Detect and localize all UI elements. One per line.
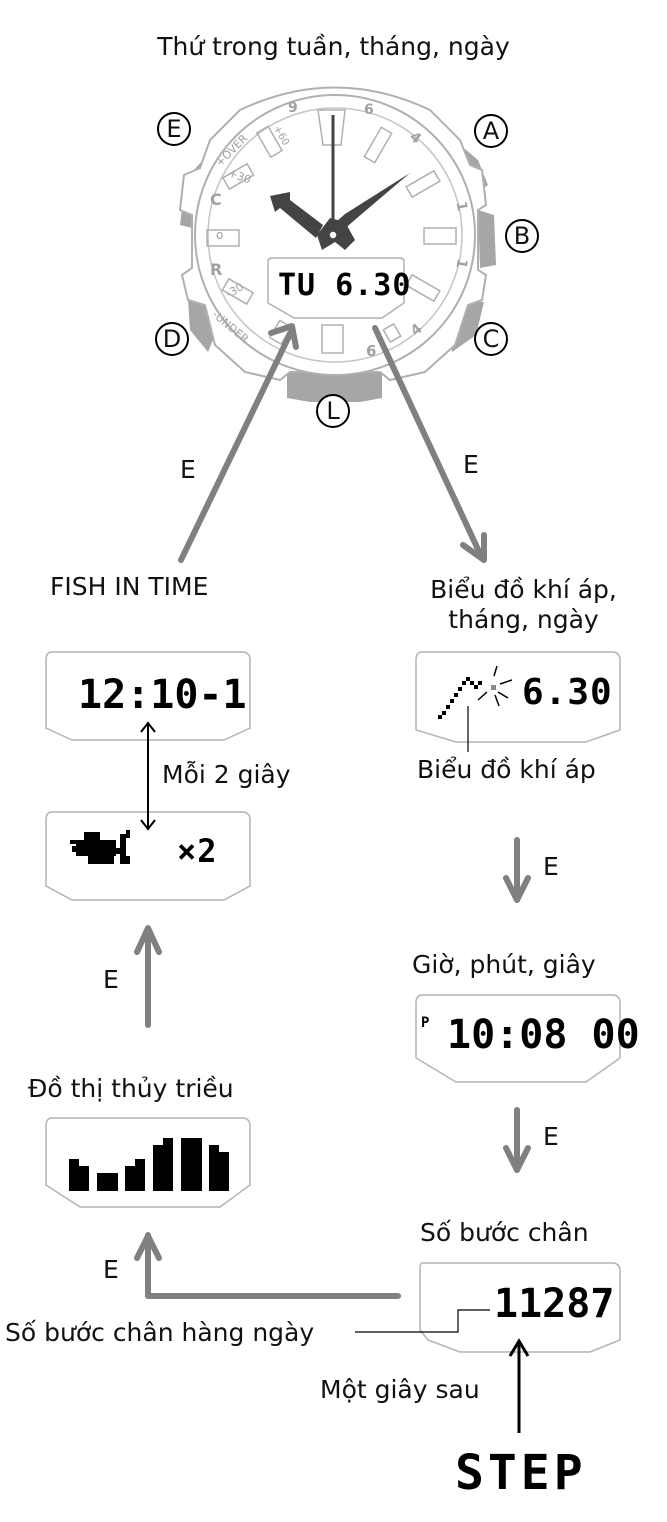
page-title: Thứ trong tuần, tháng, ngày: [157, 32, 510, 61]
button-l-label: L: [316, 394, 350, 428]
bezel-nine: 9: [288, 100, 298, 116]
steps-callout-label: Số bước chân hàng ngày: [5, 1318, 315, 1347]
button-a-label: A: [474, 114, 508, 148]
baro-panel: [415, 651, 621, 743]
blink-indicator-icon: [477, 665, 513, 707]
arrow-label-baro-to-time: E: [543, 852, 559, 881]
button-c-shape: [450, 300, 484, 352]
steps-after-label: Một giây sau: [320, 1375, 480, 1404]
watch-illustration: [178, 86, 496, 402]
baro-label-line1: Biểu đồ khí áp,: [430, 575, 617, 604]
bezel-c: C: [210, 190, 222, 209]
time-display: 10:08 00: [447, 1012, 640, 1058]
fish-time-panel: [45, 651, 251, 741]
button-d-label: D: [155, 322, 189, 356]
arrow-to-baro: [372, 325, 485, 561]
baro-label-line2: tháng, ngày: [448, 605, 599, 634]
arrow-label-time-to-steps: E: [543, 1122, 559, 1151]
arrow-steps-to-tide: [145, 1232, 401, 1299]
fish-interval-label: Mỗi 2 giây: [162, 760, 291, 789]
button-c-label: C: [474, 322, 508, 356]
arrow-label-tide-to-fish: E: [103, 965, 119, 994]
baro-date-display: 6.30: [522, 672, 613, 713]
tide-label: Đồ thị thủy triều: [28, 1074, 234, 1103]
fish-in-time-label: FISH IN TIME: [50, 572, 209, 601]
baro-callout-label: Biểu đồ khí áp: [417, 755, 596, 784]
bezel-six-bottom: 6: [366, 342, 377, 360]
pm-indicator: P: [421, 1015, 431, 1031]
button-b-label: B: [505, 219, 539, 253]
button-l-shape: [287, 373, 382, 402]
time-label: Giờ, phút, giây: [412, 950, 596, 979]
arrow-to-watch: [178, 327, 295, 563]
bezel-r: R: [210, 260, 223, 279]
bezel-zero: o: [216, 228, 224, 242]
arrow-label-steps-to-tide: E: [103, 1255, 119, 1284]
fish-count-display: ×2: [177, 832, 218, 870]
steps-callout-line: [355, 1309, 490, 1333]
arrow-label-to-watch: E: [180, 455, 196, 484]
steps-display: 11287: [494, 1281, 615, 1327]
button-e-label: E: [157, 112, 191, 146]
arrow-label-to-baro: E: [463, 450, 479, 479]
tide-graph: [69, 1138, 229, 1191]
time-panel: [415, 994, 621, 1083]
watch-lcd-display: TU 6.30: [278, 268, 412, 303]
step-text: STEP: [455, 1445, 587, 1501]
fish-icon: [70, 830, 130, 864]
button-b-shape: [478, 210, 496, 268]
bezel-six-top: 6: [364, 102, 374, 118]
steps-label: Số bước chân: [420, 1218, 589, 1247]
fish-time-display: 12:10-1: [78, 672, 247, 718]
baro-graph-icon: [438, 677, 482, 719]
